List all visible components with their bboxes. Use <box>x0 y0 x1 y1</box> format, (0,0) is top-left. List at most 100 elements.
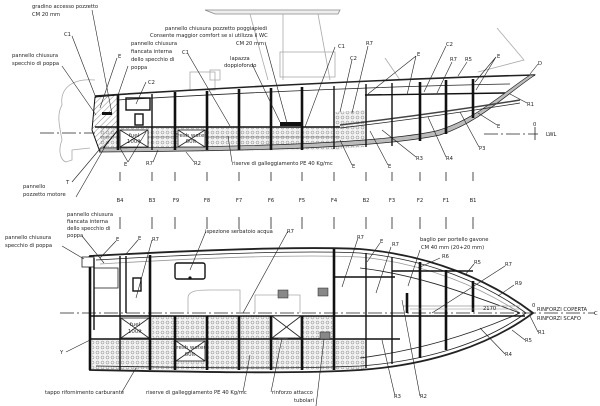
label-lapazza: lapazza <box>230 56 250 62</box>
label-rinforzi-coperta: RINFORZI COPERTA <box>537 307 588 313</box>
label-centerline: C <box>594 311 598 317</box>
label-pannello-fiancata-3: dello specchio di <box>131 57 174 63</box>
label-r5: R5 <box>474 260 481 266</box>
plan-leader-lines <box>61 230 539 406</box>
plan-fuel-qty: 100lt <box>128 329 143 335</box>
label-e: E <box>116 237 119 243</box>
hull-bottom <box>99 74 537 153</box>
label-poggiapiedi-3: CM 20 mm <box>236 41 264 47</box>
side-water-qty: 60lt <box>186 139 198 145</box>
station-label: B1 <box>470 198 477 204</box>
label-r9: R9 <box>515 281 522 287</box>
label-r7: R7 <box>146 161 153 167</box>
side-fuel-label: fuel <box>129 133 140 139</box>
label-c1: C1 <box>338 44 345 50</box>
outboard-engine <box>58 79 96 163</box>
label-r6: R6 <box>442 254 449 260</box>
label-r5: R5 <box>465 57 472 63</box>
label-r4: R4 <box>446 156 454 162</box>
label-pannello-fiancata-2: fiancata interna <box>67 219 108 225</box>
label-e: E <box>138 236 141 242</box>
label-gradino: gradino accesso pozzetto <box>32 4 98 10</box>
plan-fuel-label: fuel <box>130 322 141 328</box>
label-r1: R1 <box>538 330 545 336</box>
label-dimension: 2170 <box>483 306 496 312</box>
label-r7: R7 <box>152 237 159 243</box>
label-e: E <box>124 162 127 168</box>
label-baglio-thickness: CM 40 mm (20+20 mm) <box>421 245 484 251</box>
label-zero: 0 <box>532 303 535 309</box>
side-labels: gradino accesso pozzetto CM 20 mm C1 pan… <box>12 4 557 198</box>
plan-water-label: fresh water <box>174 345 206 351</box>
label-r7: R7 <box>450 57 457 63</box>
label-c2: C2 <box>350 56 357 62</box>
label-riserve-galleggiamento: riserve di galleggiamento PE 40 Kg/mc <box>232 161 333 167</box>
station-label: F9 <box>173 198 179 204</box>
plan-water-tank: fresh water 60lt <box>174 340 206 362</box>
label-riserve-galleggiamento: riserve di galleggiamento PE 40 Kg/mc <box>146 390 247 396</box>
label-y: Y <box>59 350 64 356</box>
label-pannello-specchio-2: specchio di poppa <box>5 243 52 249</box>
label-pannello-pozzetto: pannello <box>23 184 45 190</box>
label-pozzetto-motore: pozzetto motore <box>23 192 66 198</box>
label-rinforzi-scafo: RINFORZI SCAFO <box>537 316 581 322</box>
label-r5: R5 <box>525 338 532 344</box>
label-e: E <box>497 54 500 60</box>
label-c2: C2 <box>446 42 453 48</box>
side-fuel-tank: fuel 100lt <box>119 129 149 148</box>
plan-fuel-tank: fuel 100lt <box>120 317 150 339</box>
label-r2: R2 <box>194 161 201 167</box>
label-r3: R3 <box>416 156 423 162</box>
station-label: F7 <box>236 198 242 204</box>
bow-pulpit <box>477 27 525 73</box>
side-leader-lines <box>61 9 539 198</box>
label-e: E <box>352 164 355 170</box>
lwl-line <box>40 127 538 140</box>
label-e: E <box>118 54 121 60</box>
side-water-tank: fresh water 60lt <box>175 129 207 148</box>
label-r1: R1 <box>527 102 534 108</box>
plan-flotation-foam <box>92 316 366 370</box>
label-d: D <box>538 61 542 67</box>
label-pannello-specchio: pannello chiusura <box>12 53 58 59</box>
label-e: E <box>380 239 383 245</box>
label-c1: C1 <box>182 50 189 56</box>
label-r7: R7 <box>366 41 373 47</box>
label-e: E <box>417 52 420 58</box>
label-zero: 0 <box>533 122 536 128</box>
label-gradino-thickness: CM 20 mm <box>32 12 60 18</box>
label-lwl: LWL <box>546 132 557 138</box>
label-p3: P3 <box>479 146 485 152</box>
label-doppiofondo: doppiofondo <box>224 63 256 69</box>
label-r4: R4 <box>505 352 513 358</box>
label-pannello-fiancata: pannello chiusura <box>131 41 177 47</box>
label-rinforzo-attacco: rinforzo attacco <box>272 390 313 396</box>
plan-labels: pannello chiusura fiancata interna dello… <box>5 212 598 404</box>
station-label: F4 <box>331 198 338 204</box>
label-baglio: baglio per portello gavone <box>420 237 488 243</box>
label-e: E <box>497 124 500 130</box>
plan-empty-bay <box>271 315 302 339</box>
label-tappo-carburante: tappo rifornimento carburante <box>45 390 124 396</box>
label-r3: R3 <box>394 394 401 400</box>
label-pannello-fiancata-2: fiancata interna <box>131 49 172 55</box>
plan-bulkheads <box>88 249 475 370</box>
station-label: F2 <box>417 198 423 204</box>
label-tubolari: tubolari <box>294 398 314 404</box>
side-bulkheads <box>116 79 475 150</box>
plan-view: fuel 100lt fresh water 60lt <box>5 212 598 406</box>
label-pannello-fiancata-3: dello specchio di <box>67 226 110 232</box>
label-pannello-fiancata: pannello chiusura <box>67 212 113 218</box>
label-r2: R2 <box>420 394 427 400</box>
label-r7: R7 <box>392 242 399 248</box>
station-label: F5 <box>299 198 305 204</box>
sheer-line <box>94 74 536 97</box>
station-label: F6 <box>268 198 274 204</box>
side-view: fuel 100lt fresh water 60lt <box>12 4 557 198</box>
label-r7: R7 <box>287 229 294 235</box>
label-ispezione-serbatoio: ispezione serbatoio acqua <box>205 229 273 235</box>
station-label: B4 <box>117 198 125 204</box>
t-top <box>189 9 341 91</box>
